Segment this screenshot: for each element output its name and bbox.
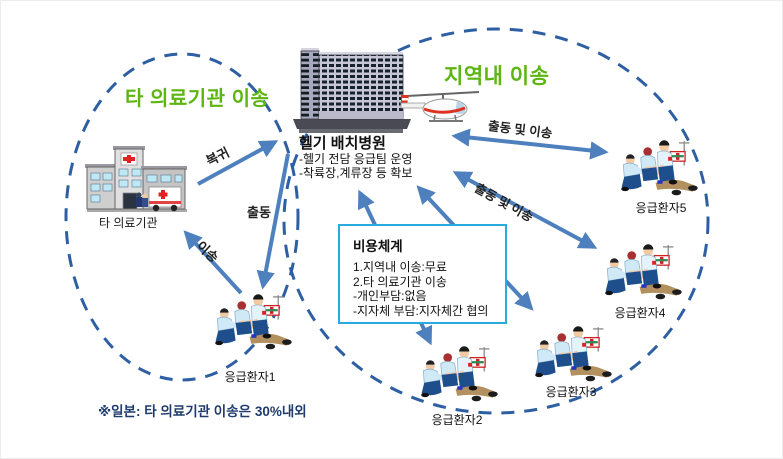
right-region-title: 지역내 이송	[444, 65, 550, 88]
patient3-label: 응급환자3	[545, 385, 597, 399]
helicopter-icon	[400, 91, 480, 122]
cpr-team-icon-patient5	[620, 139, 699, 196]
cpr-team-icon-patient4	[604, 243, 683, 300]
left-region-title: 타 의료기관 이송	[125, 88, 270, 110]
patient4-label: 응급환자4	[614, 306, 666, 320]
left-region-ellipse	[64, 52, 300, 382]
cpr-team-icon-patient1	[214, 293, 293, 350]
cost-box-line-3: -개인부담:없음	[353, 289, 427, 303]
return-arrow	[197, 140, 279, 186]
cost-box-line-4: -지자체 부담:지자체간 협의	[353, 303, 489, 318]
dispatch-transport-arrow-p5	[451, 128, 609, 160]
dispatch-arrow	[256, 153, 290, 290]
cost-box-title: 비용체계	[353, 239, 403, 254]
hub-title: 헬기 배치병원	[299, 135, 386, 152]
cpr-team-icon-patient3	[534, 325, 613, 382]
footnote: ※일본: 타 의료기관 이송은 30%내외	[98, 404, 307, 419]
cost-box-line-2: 2.타 의료기관 이송	[353, 274, 447, 289]
arrow-layer	[183, 128, 609, 346]
other-hospital-label: 타 의료기관	[99, 216, 158, 230]
clinic-building-icon	[85, 146, 187, 212]
hospital-tower-icon	[293, 48, 411, 133]
cpr-team-icon-patient2	[420, 345, 499, 402]
hub-bullet-1: -헬기 전담 응급팀 운영	[299, 152, 413, 166]
hub-bullet-2: -착륙장,계류장 등 확보	[299, 166, 413, 180]
cost-box: 비용체계 1.지역내 이송:무료 2.타 의료기관 이송 -개인부담:없음 -지…	[338, 224, 507, 324]
right-region-ellipse	[282, 27, 710, 415]
transfer-arrow	[183, 230, 243, 295]
patient5-label: 응급환자5	[635, 201, 687, 215]
patient2-label: 응급환자2	[431, 413, 483, 427]
cost-box-line-1: 1.지역내 이송:무료	[353, 260, 447, 274]
dispatch-arrow-label: 출동	[247, 205, 271, 220]
patient1-label: 응급환자1	[224, 370, 276, 384]
